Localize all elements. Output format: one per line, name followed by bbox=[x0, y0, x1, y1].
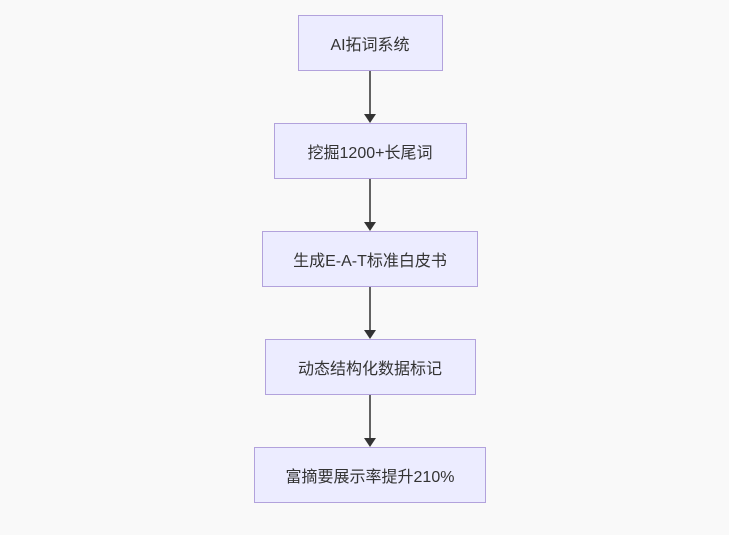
edge-line bbox=[369, 179, 371, 222]
edge-line bbox=[369, 395, 371, 438]
arrowhead-down-icon bbox=[364, 114, 376, 123]
flowchart: AI拓词系统 挖掘1200+长尾词 生成E-A-T标准白皮书 动态结构化数据标记 bbox=[254, 15, 486, 503]
edge-connector-1-2 bbox=[362, 71, 378, 123]
edge-line bbox=[369, 71, 371, 114]
edge-connector-2-3 bbox=[362, 179, 378, 231]
arrowhead-down-icon bbox=[364, 438, 376, 447]
flow-node-ai-word-expansion-system: AI拓词系统 bbox=[297, 15, 443, 71]
edge-connector-4-5 bbox=[362, 395, 378, 447]
flow-node-generate-eat-whitepaper: 生成E-A-T标准白皮书 bbox=[262, 231, 478, 287]
edge-connector-3-4 bbox=[362, 287, 378, 339]
arrowhead-down-icon bbox=[364, 222, 376, 231]
flow-node-dynamic-structured-data-markup: 动态结构化数据标记 bbox=[264, 339, 476, 395]
node-label: 生成E-A-T标准白皮书 bbox=[293, 253, 447, 270]
flow-node-rich-snippet-rate-increase: 富摘要展示率提升210% bbox=[254, 447, 486, 503]
flow-node-mine-longtail-keywords: 挖掘1200+长尾词 bbox=[273, 123, 467, 179]
node-label: 富摘要展示率提升210% bbox=[285, 469, 455, 486]
node-label: 挖掘1200+长尾词 bbox=[307, 145, 433, 162]
arrowhead-down-icon bbox=[364, 330, 376, 339]
node-label: AI拓词系统 bbox=[330, 37, 410, 54]
edge-line bbox=[369, 287, 371, 330]
node-label: 动态结构化数据标记 bbox=[297, 361, 442, 378]
